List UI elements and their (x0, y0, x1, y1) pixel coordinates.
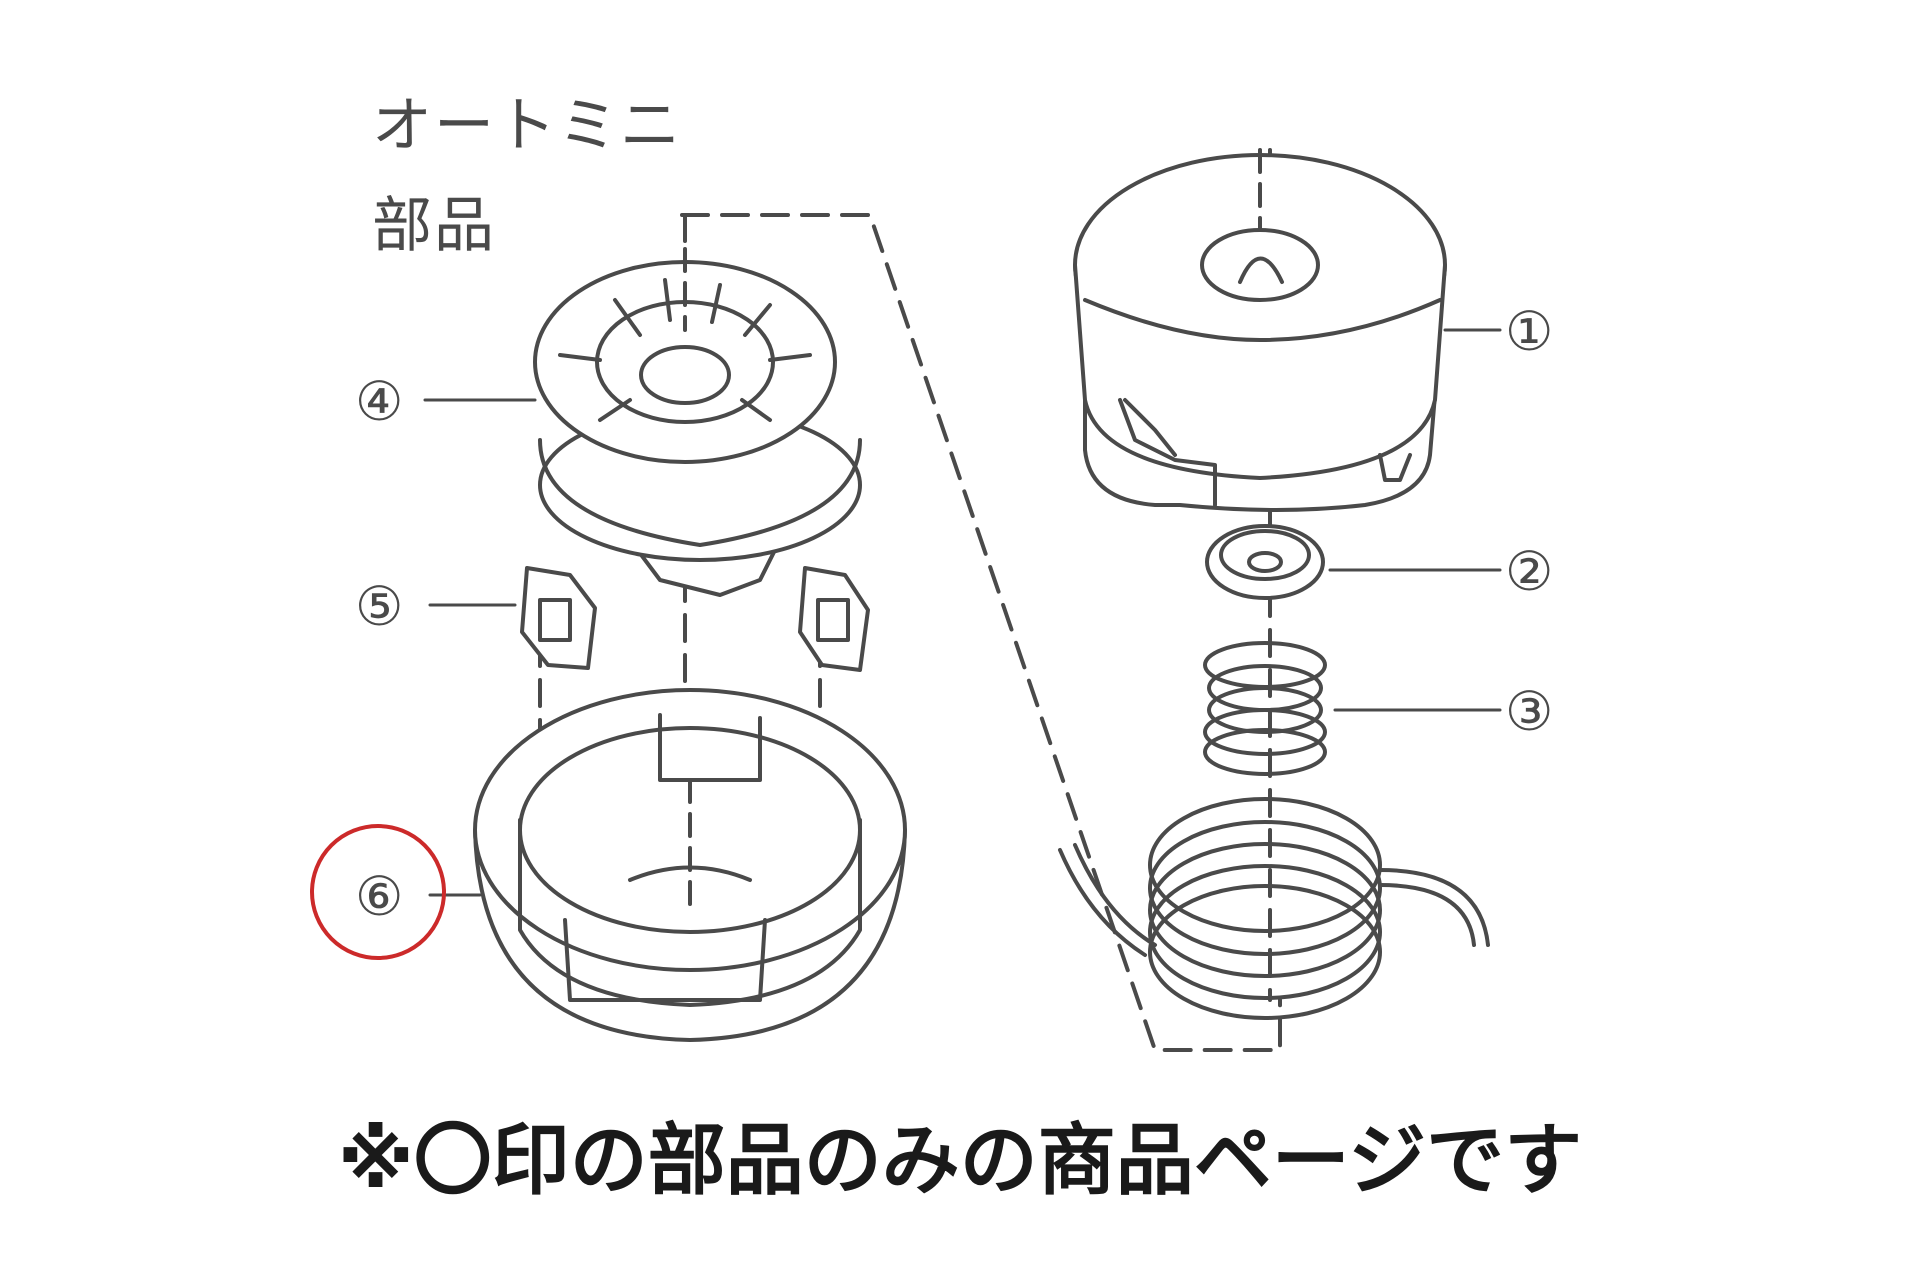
part-label-3: ③ (1505, 680, 1553, 743)
part-spring (1203, 641, 1327, 776)
part-cover (1073, 148, 1447, 512)
part-label-1: ① (1505, 300, 1553, 363)
part-label-5: ⑤ (355, 575, 403, 638)
diagram-title-line1: オートミニ (372, 91, 682, 161)
part-spool (533, 213, 862, 597)
part-trimmer-line (1058, 797, 1490, 1020)
highlight-circle (310, 824, 446, 960)
part-label-2: ② (1505, 540, 1553, 603)
diagram-title-line2: 部品 (372, 191, 496, 261)
part-clips (520, 566, 870, 672)
footer-note: ※〇印の部品のみの商品ページです (337, 1116, 1583, 1206)
part-label-4: ④ (355, 370, 403, 433)
part-base (473, 688, 907, 1042)
leader-lines (423, 328, 1502, 897)
part-label-6: ⑥ (355, 865, 403, 928)
part-washer (1205, 524, 1325, 600)
